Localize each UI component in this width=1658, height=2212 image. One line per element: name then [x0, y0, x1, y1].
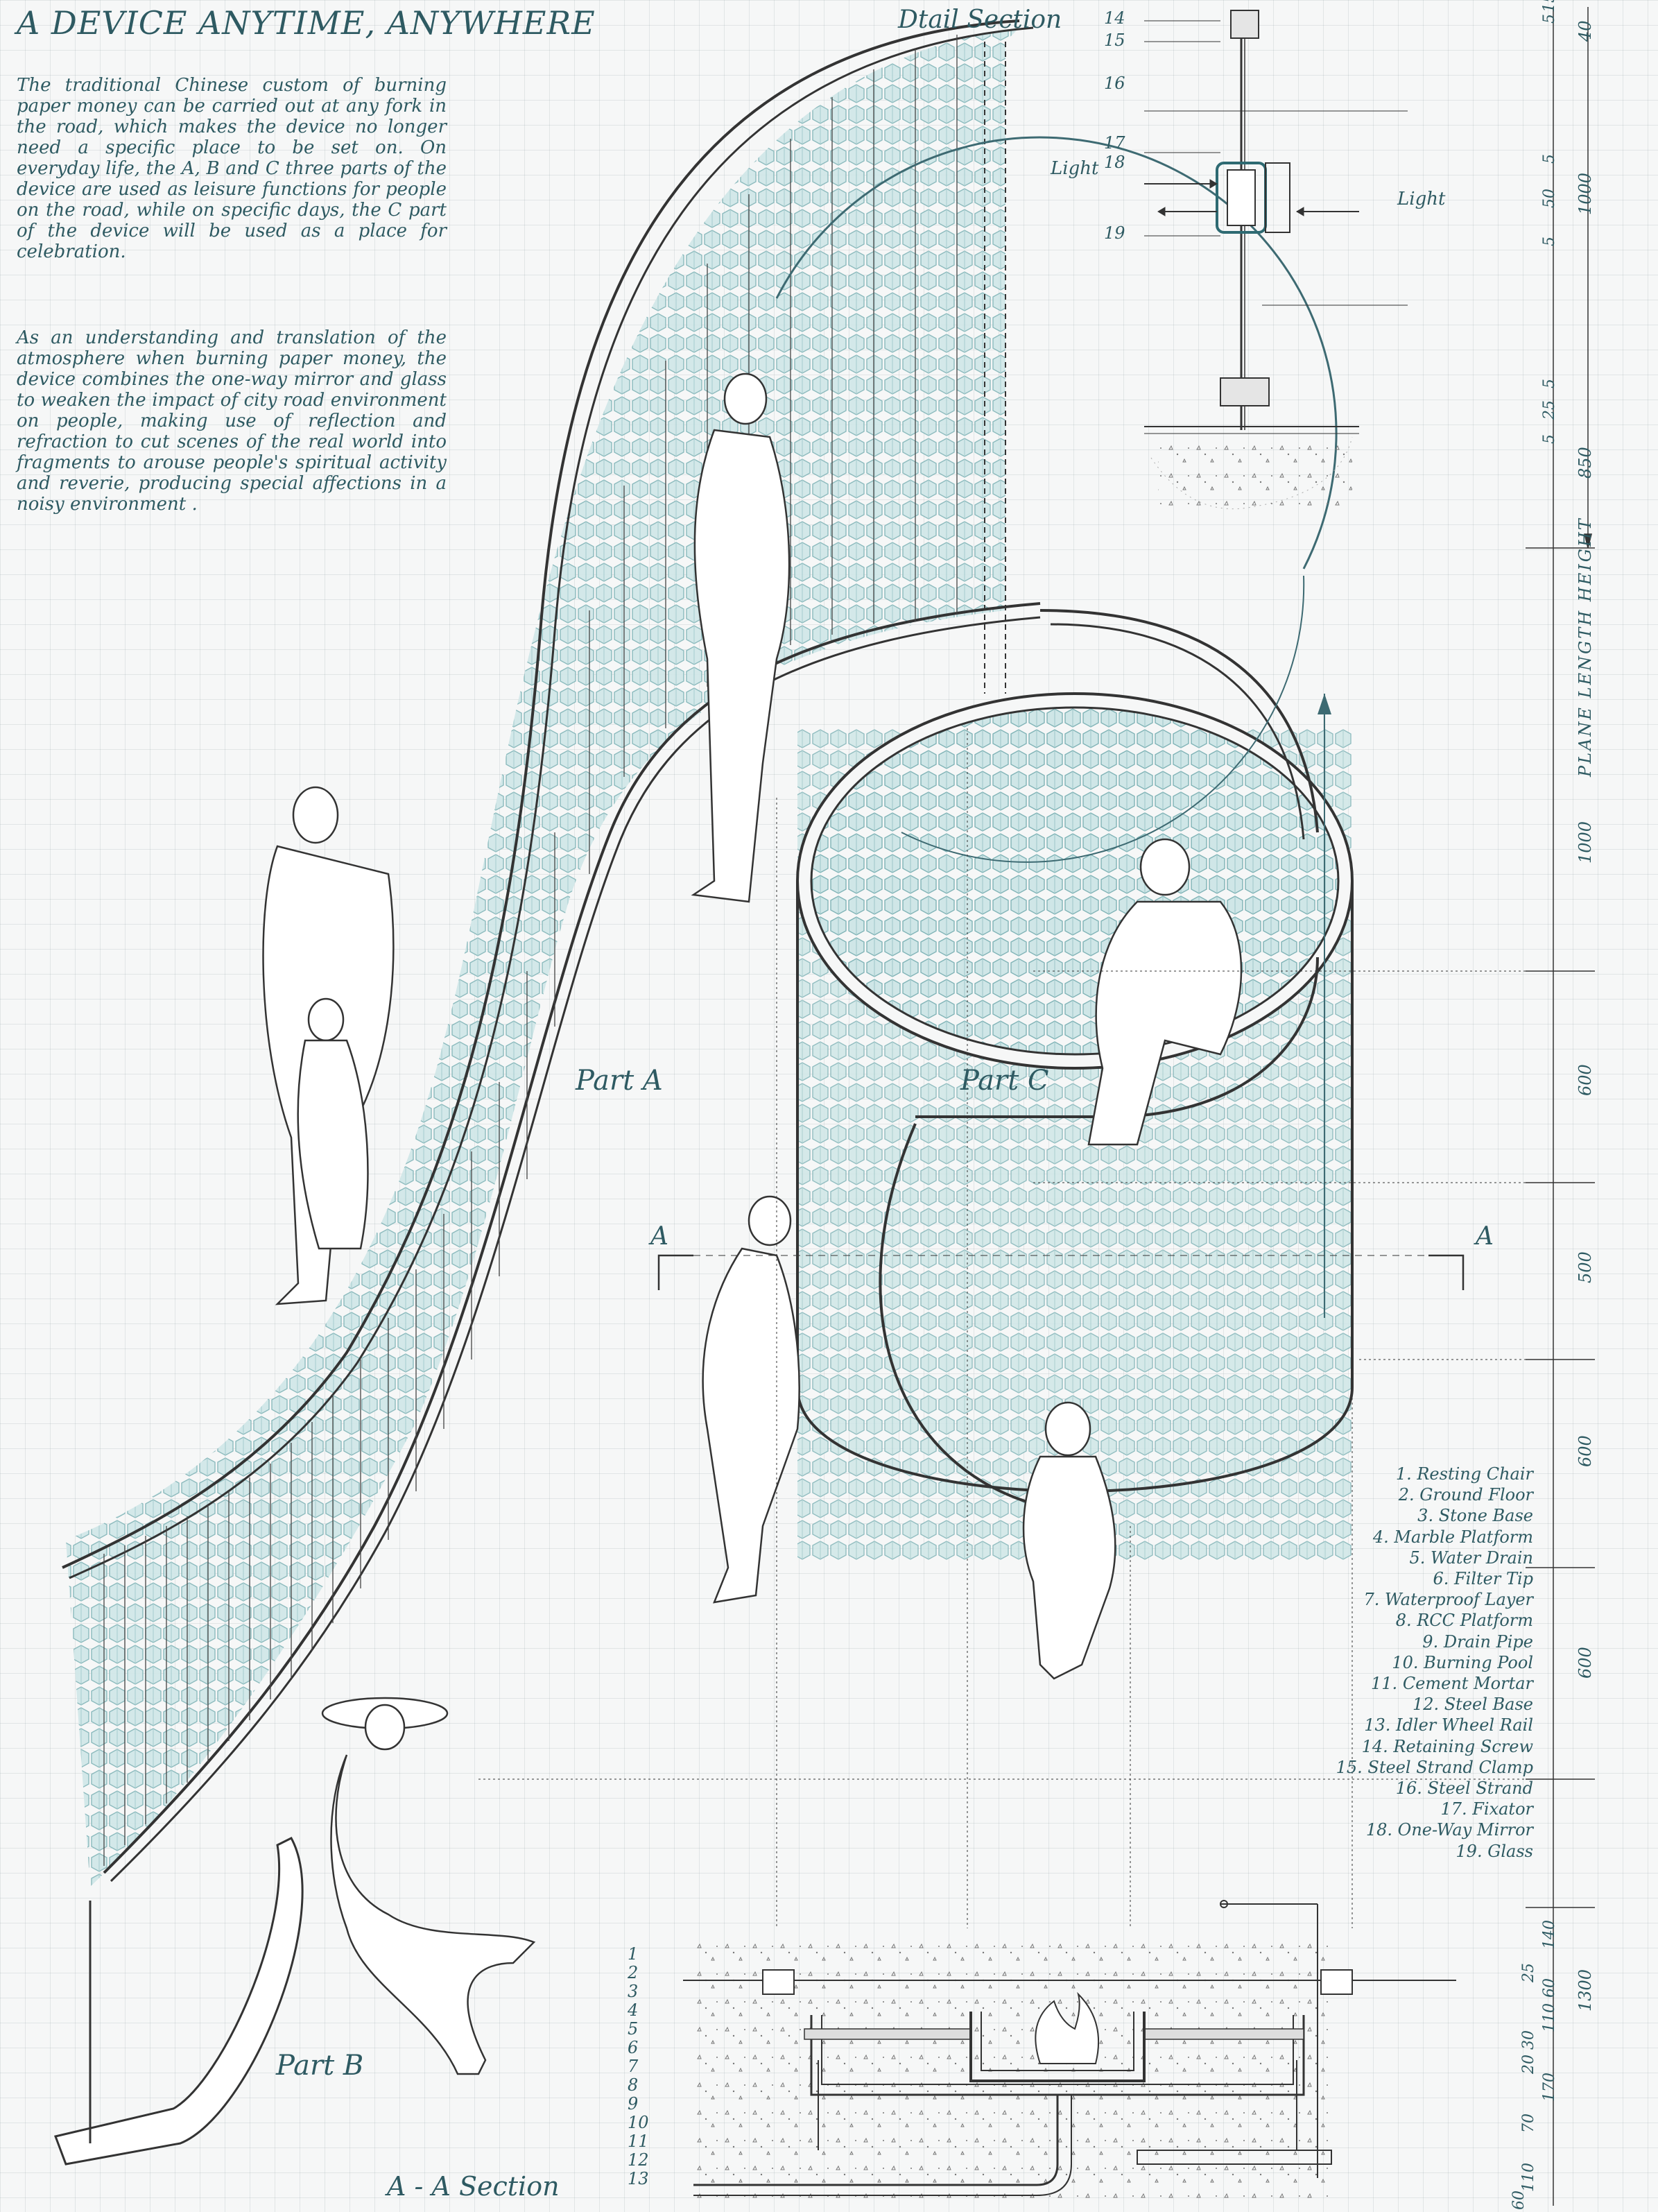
legend-item: 8. RCC Platform	[1395, 1611, 1533, 1631]
detail-number: 14	[1104, 8, 1125, 28]
legend-item: 2. Ground Floor	[1398, 1485, 1533, 1505]
legend-item: 18. One-Way Mirror	[1365, 1820, 1533, 1840]
legend-item: 7. Waterproof Layer	[1363, 1590, 1533, 1610]
aa-section-label: A - A Section	[387, 2171, 560, 2202]
part-b-shell	[53, 1837, 304, 2166]
detail-number: 18	[1104, 153, 1125, 172]
part-b-label: Part B	[276, 2050, 364, 2082]
legend-item: 5. Water Drain	[1409, 1547, 1533, 1568]
section-dim: 30	[1520, 2030, 1537, 2050]
page-title: A DEVICE ANYTIME, ANYWHERE	[17, 4, 596, 42]
legend-item: 6. Filter Tip	[1433, 1569, 1533, 1589]
detail-total: 850	[1575, 447, 1595, 479]
detail-dim: 5	[1541, 14, 1558, 24]
plane-axis-label: PLANE LENGTH HEIGHT	[1575, 517, 1595, 777]
section-dim: 110	[1520, 2163, 1537, 2192]
section-dim: 170	[1541, 2073, 1558, 2102]
detail-number: 15	[1104, 31, 1125, 50]
section-dim: 25	[1520, 1963, 1537, 1982]
detail-dim: 5	[1541, 154, 1558, 164]
legend-item: 10. Burning Pool	[1392, 1652, 1533, 1672]
section-number: 8	[628, 2075, 639, 2095]
section-number: 11	[628, 2132, 649, 2151]
legend-item: 4. Marble Platform	[1372, 1527, 1533, 1547]
section-dim: 110	[1541, 2003, 1558, 2032]
legend-item: 14. Retaining Screw	[1361, 1736, 1533, 1756]
legend-item: 11. Cement Mortar	[1371, 1674, 1533, 1694]
detail-dim: 25	[1541, 400, 1558, 420]
detail-dim: 15	[1541, 0, 1558, 12]
detail-dim: 5	[1541, 434, 1558, 444]
people-figures	[262, 372, 1243, 2075]
part-c-cylinder	[775, 136, 1354, 1561]
section-number: 1	[628, 1944, 639, 1964]
dimension-lines	[478, 7, 1595, 2206]
detail-dim: 50	[1541, 189, 1558, 208]
section-marker-left: A	[650, 1222, 668, 1251]
detail-number: 16	[1104, 74, 1125, 93]
section-number: 10	[628, 2113, 649, 2132]
plane-dim: 600	[1575, 1435, 1595, 1467]
description-paragraph-1: The traditional Chinese custom of burnin…	[17, 75, 447, 262]
legend-list: 1. Resting Chair 2. Ground Floor 3. Ston…	[1336, 1464, 1533, 1862]
legend-item: 12. Steel Base	[1412, 1695, 1533, 1715]
detail-section-label: Dtail Section	[898, 6, 1062, 34]
section-number: 12	[628, 2150, 649, 2170]
detail-number: 17	[1104, 133, 1125, 153]
legend-item: 13. Idler Wheel Rail	[1364, 1715, 1533, 1735]
detail-dim: 5	[1541, 237, 1558, 246]
section-dim: 60	[1541, 1978, 1558, 1998]
section-number-list: 1 2 3 4 5 6 7 8 9 10 11 12 13	[628, 1945, 649, 2188]
section-number: 3	[628, 1982, 639, 2001]
section-number: 9	[628, 2094, 639, 2114]
legend-item: 3. Stone Base	[1417, 1506, 1533, 1526]
section-number: 5	[628, 2019, 639, 2039]
legend-item: 15. Steel Strand Clamp	[1336, 1757, 1533, 1777]
detail-total: 40	[1575, 20, 1595, 42]
legend-item: 19. Glass	[1456, 1841, 1533, 1861]
section-number: 4	[628, 2000, 639, 2020]
section-dim: 60	[1510, 2190, 1528, 2210]
detail-total: 1000	[1575, 172, 1595, 215]
legend-item: 16. Steel Strand	[1395, 1778, 1533, 1799]
plane-dim: 500	[1575, 1251, 1595, 1283]
section-number: 13	[628, 2169, 649, 2188]
description-paragraph-2: As an understanding and translation of t…	[17, 327, 447, 515]
legend-item: 9. Drain Pipe	[1422, 1631, 1533, 1652]
detail-dim: 5	[1541, 379, 1558, 388]
detail-number: 19	[1104, 223, 1125, 243]
part-c-label: Part C	[960, 1065, 1049, 1097]
section-total: 1300	[1575, 1969, 1595, 2012]
detail-section-drawing	[1144, 10, 1408, 510]
section-marker-right: A	[1476, 1222, 1494, 1251]
plane-dim: 600	[1575, 1064, 1595, 1096]
aa-section-drawing	[683, 1900, 1456, 2199]
section-dim: 140	[1541, 1920, 1558, 1949]
light-label-right: Light	[1397, 189, 1446, 209]
plane-dim: 1000	[1575, 821, 1595, 864]
legend-item: 1. Resting Chair	[1395, 1464, 1533, 1484]
part-a-label: Part A	[576, 1065, 663, 1097]
section-number: 2	[628, 1963, 639, 1982]
section-number: 7	[628, 2057, 639, 2076]
legend-item: 17. Fixator	[1440, 1799, 1533, 1819]
plane-dim: 600	[1575, 1647, 1595, 1679]
section-dim: 20	[1520, 2055, 1537, 2074]
light-label-left: Light	[1051, 158, 1099, 179]
section-number: 6	[628, 2038, 639, 2057]
section-dim: 70	[1520, 2114, 1537, 2133]
